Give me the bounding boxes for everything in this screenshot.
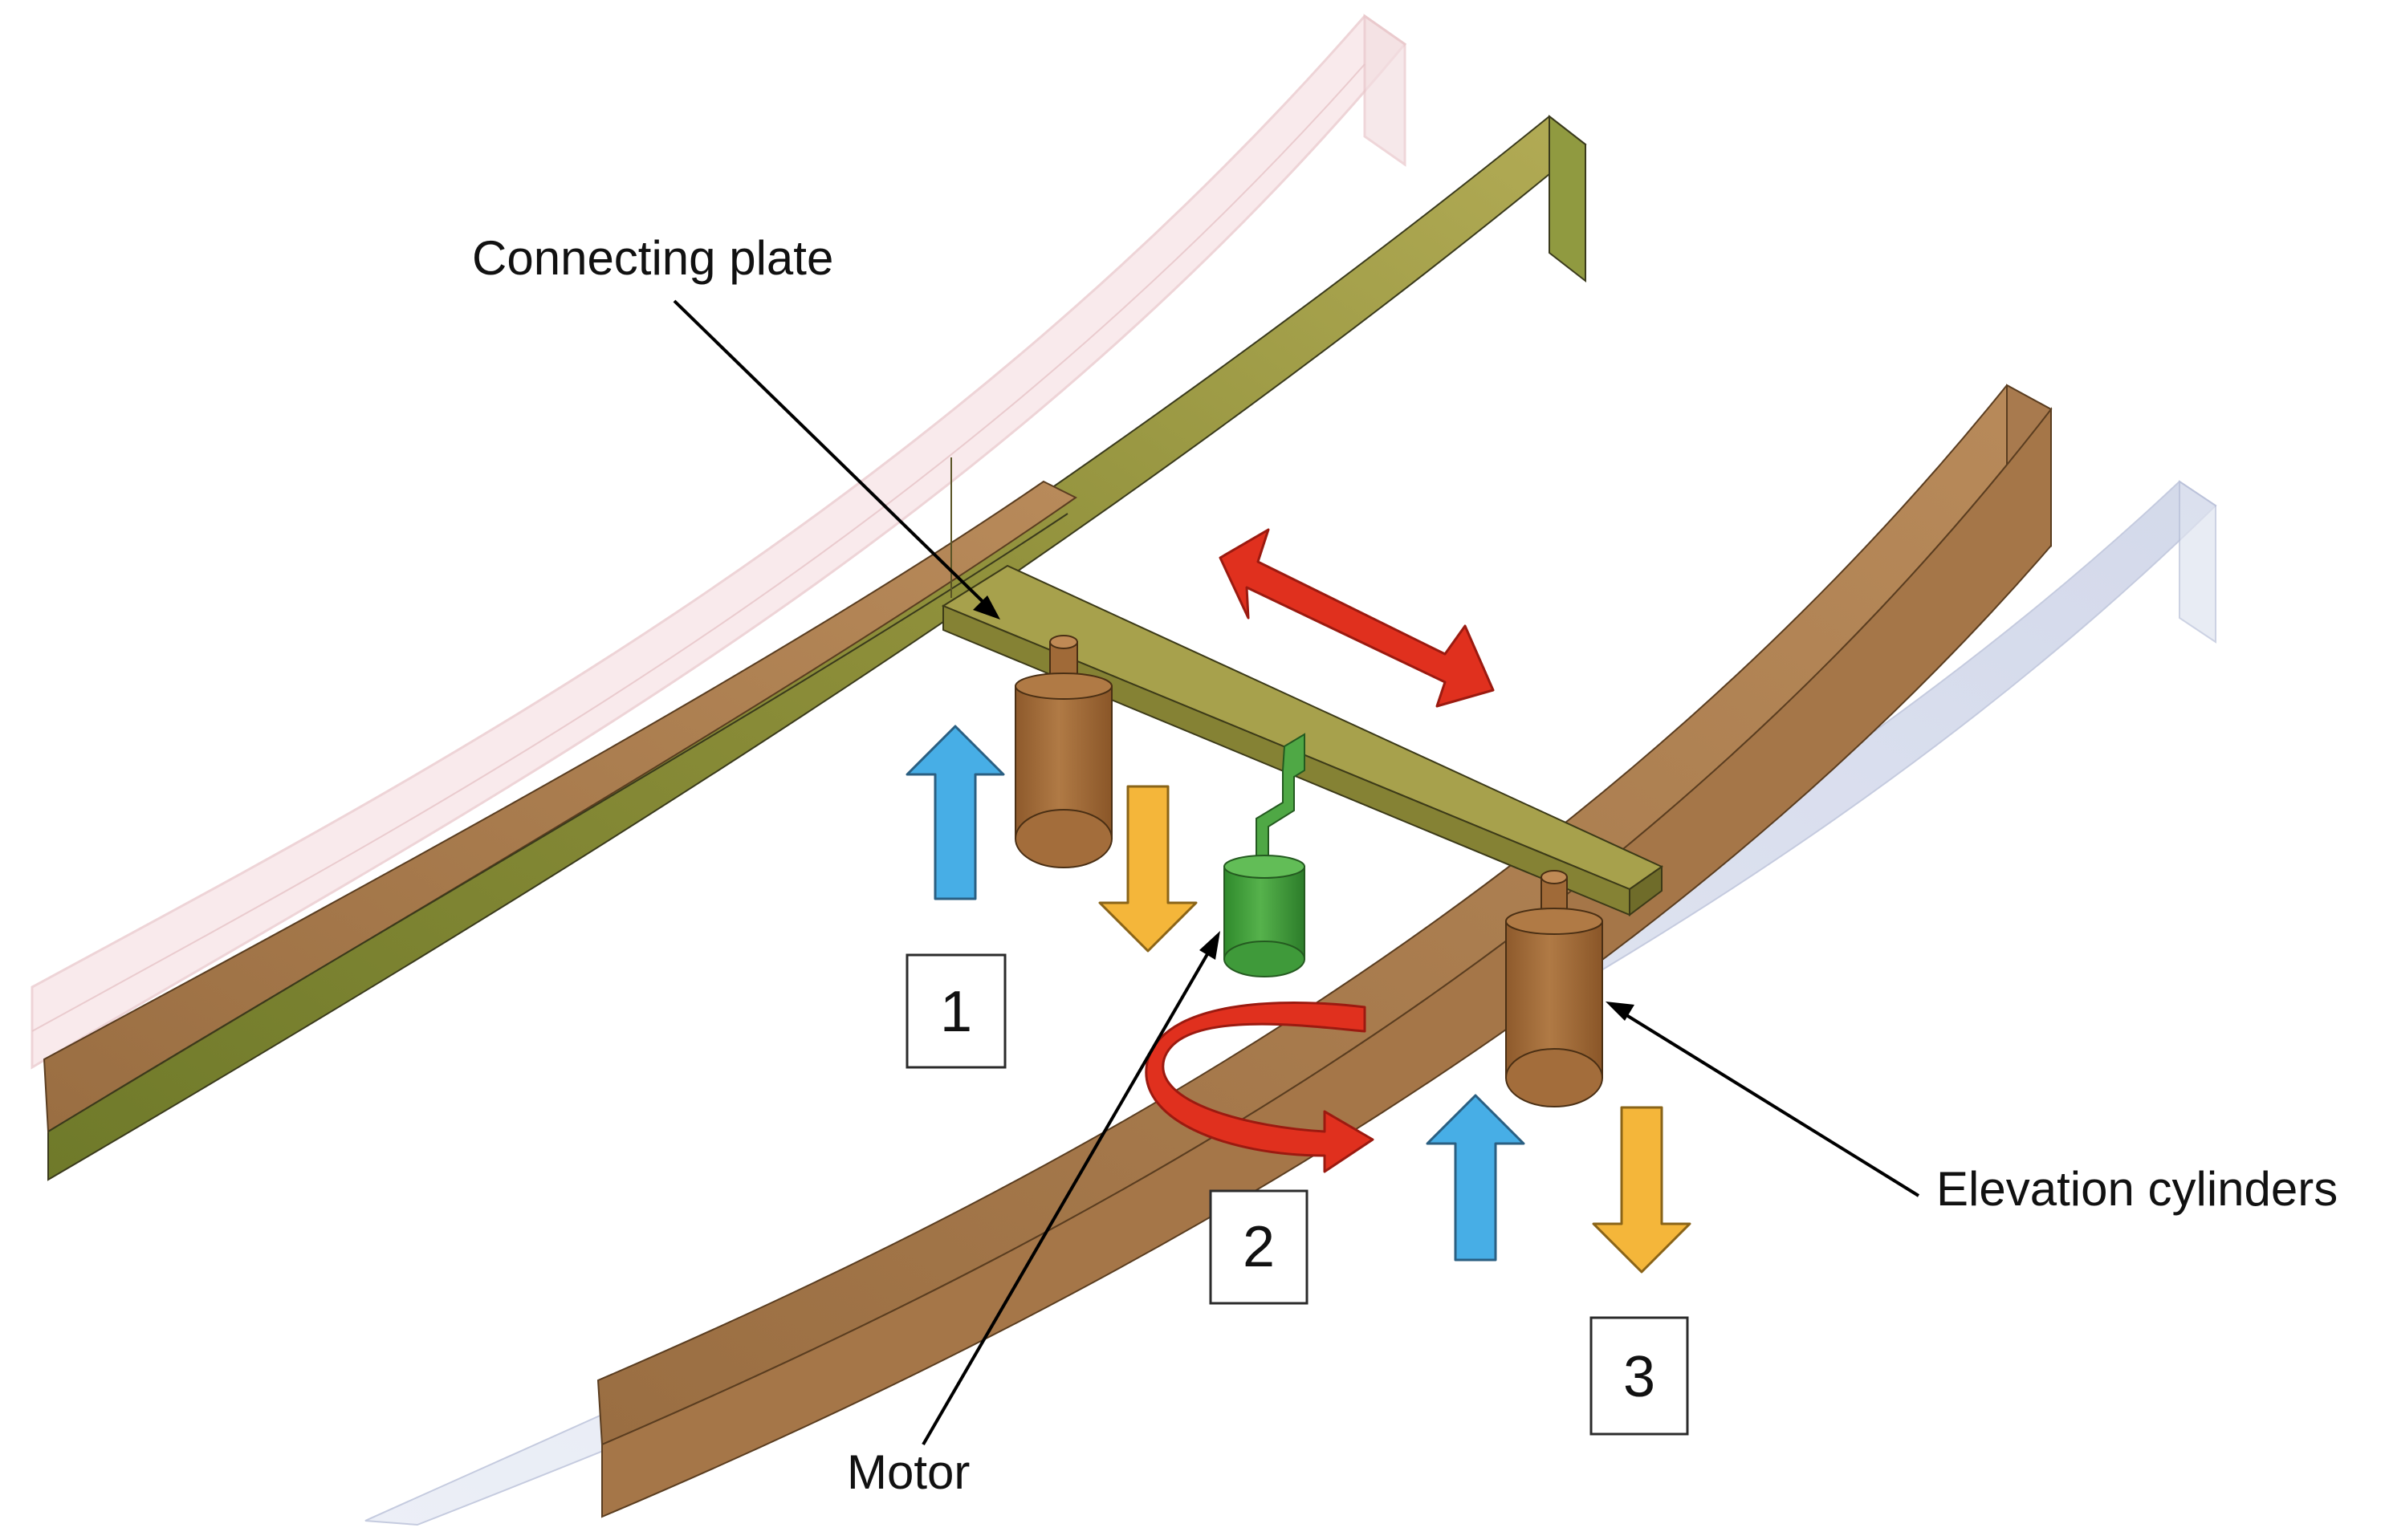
motor [1223,733,1305,977]
step-box-2: 2 [1209,1189,1308,1305]
leader-elevation-cylinders [1612,1006,1920,1197]
down-arrow-1 [1098,785,1198,953]
elevation-cylinder-left [1015,635,1113,868]
step-number-3: 3 [1623,1345,1655,1409]
label-elevation-cylinders: Elevation cylinders [1936,1162,2338,1216]
step-box-3: 3 [1589,1316,1689,1436]
label-connecting-plate: Connecting plate [472,231,833,285]
up-arrow-3 [1426,1094,1525,1262]
leader-connecting-plate [673,299,997,616]
label-motor: Motor [847,1445,970,1499]
rotation-arrow [1145,1002,1374,1173]
right-rail-assembly [364,384,2217,1526]
up-arrow-1 [906,725,1005,900]
left-rail-assembly [31,14,1587,1181]
step-number-2: 2 [1243,1215,1275,1279]
horizontal-motion-arrow [1219,528,1495,708]
down-arrow-3 [1592,1106,1691,1274]
step-box-1: 1 [906,953,1007,1069]
left-ghost-rail [31,14,1407,1070]
leader-lines [673,299,1920,1446]
elevation-cylinder-right [1505,870,1603,1107]
step-number-1: 1 [940,980,972,1044]
leader-motor [922,937,1218,1446]
